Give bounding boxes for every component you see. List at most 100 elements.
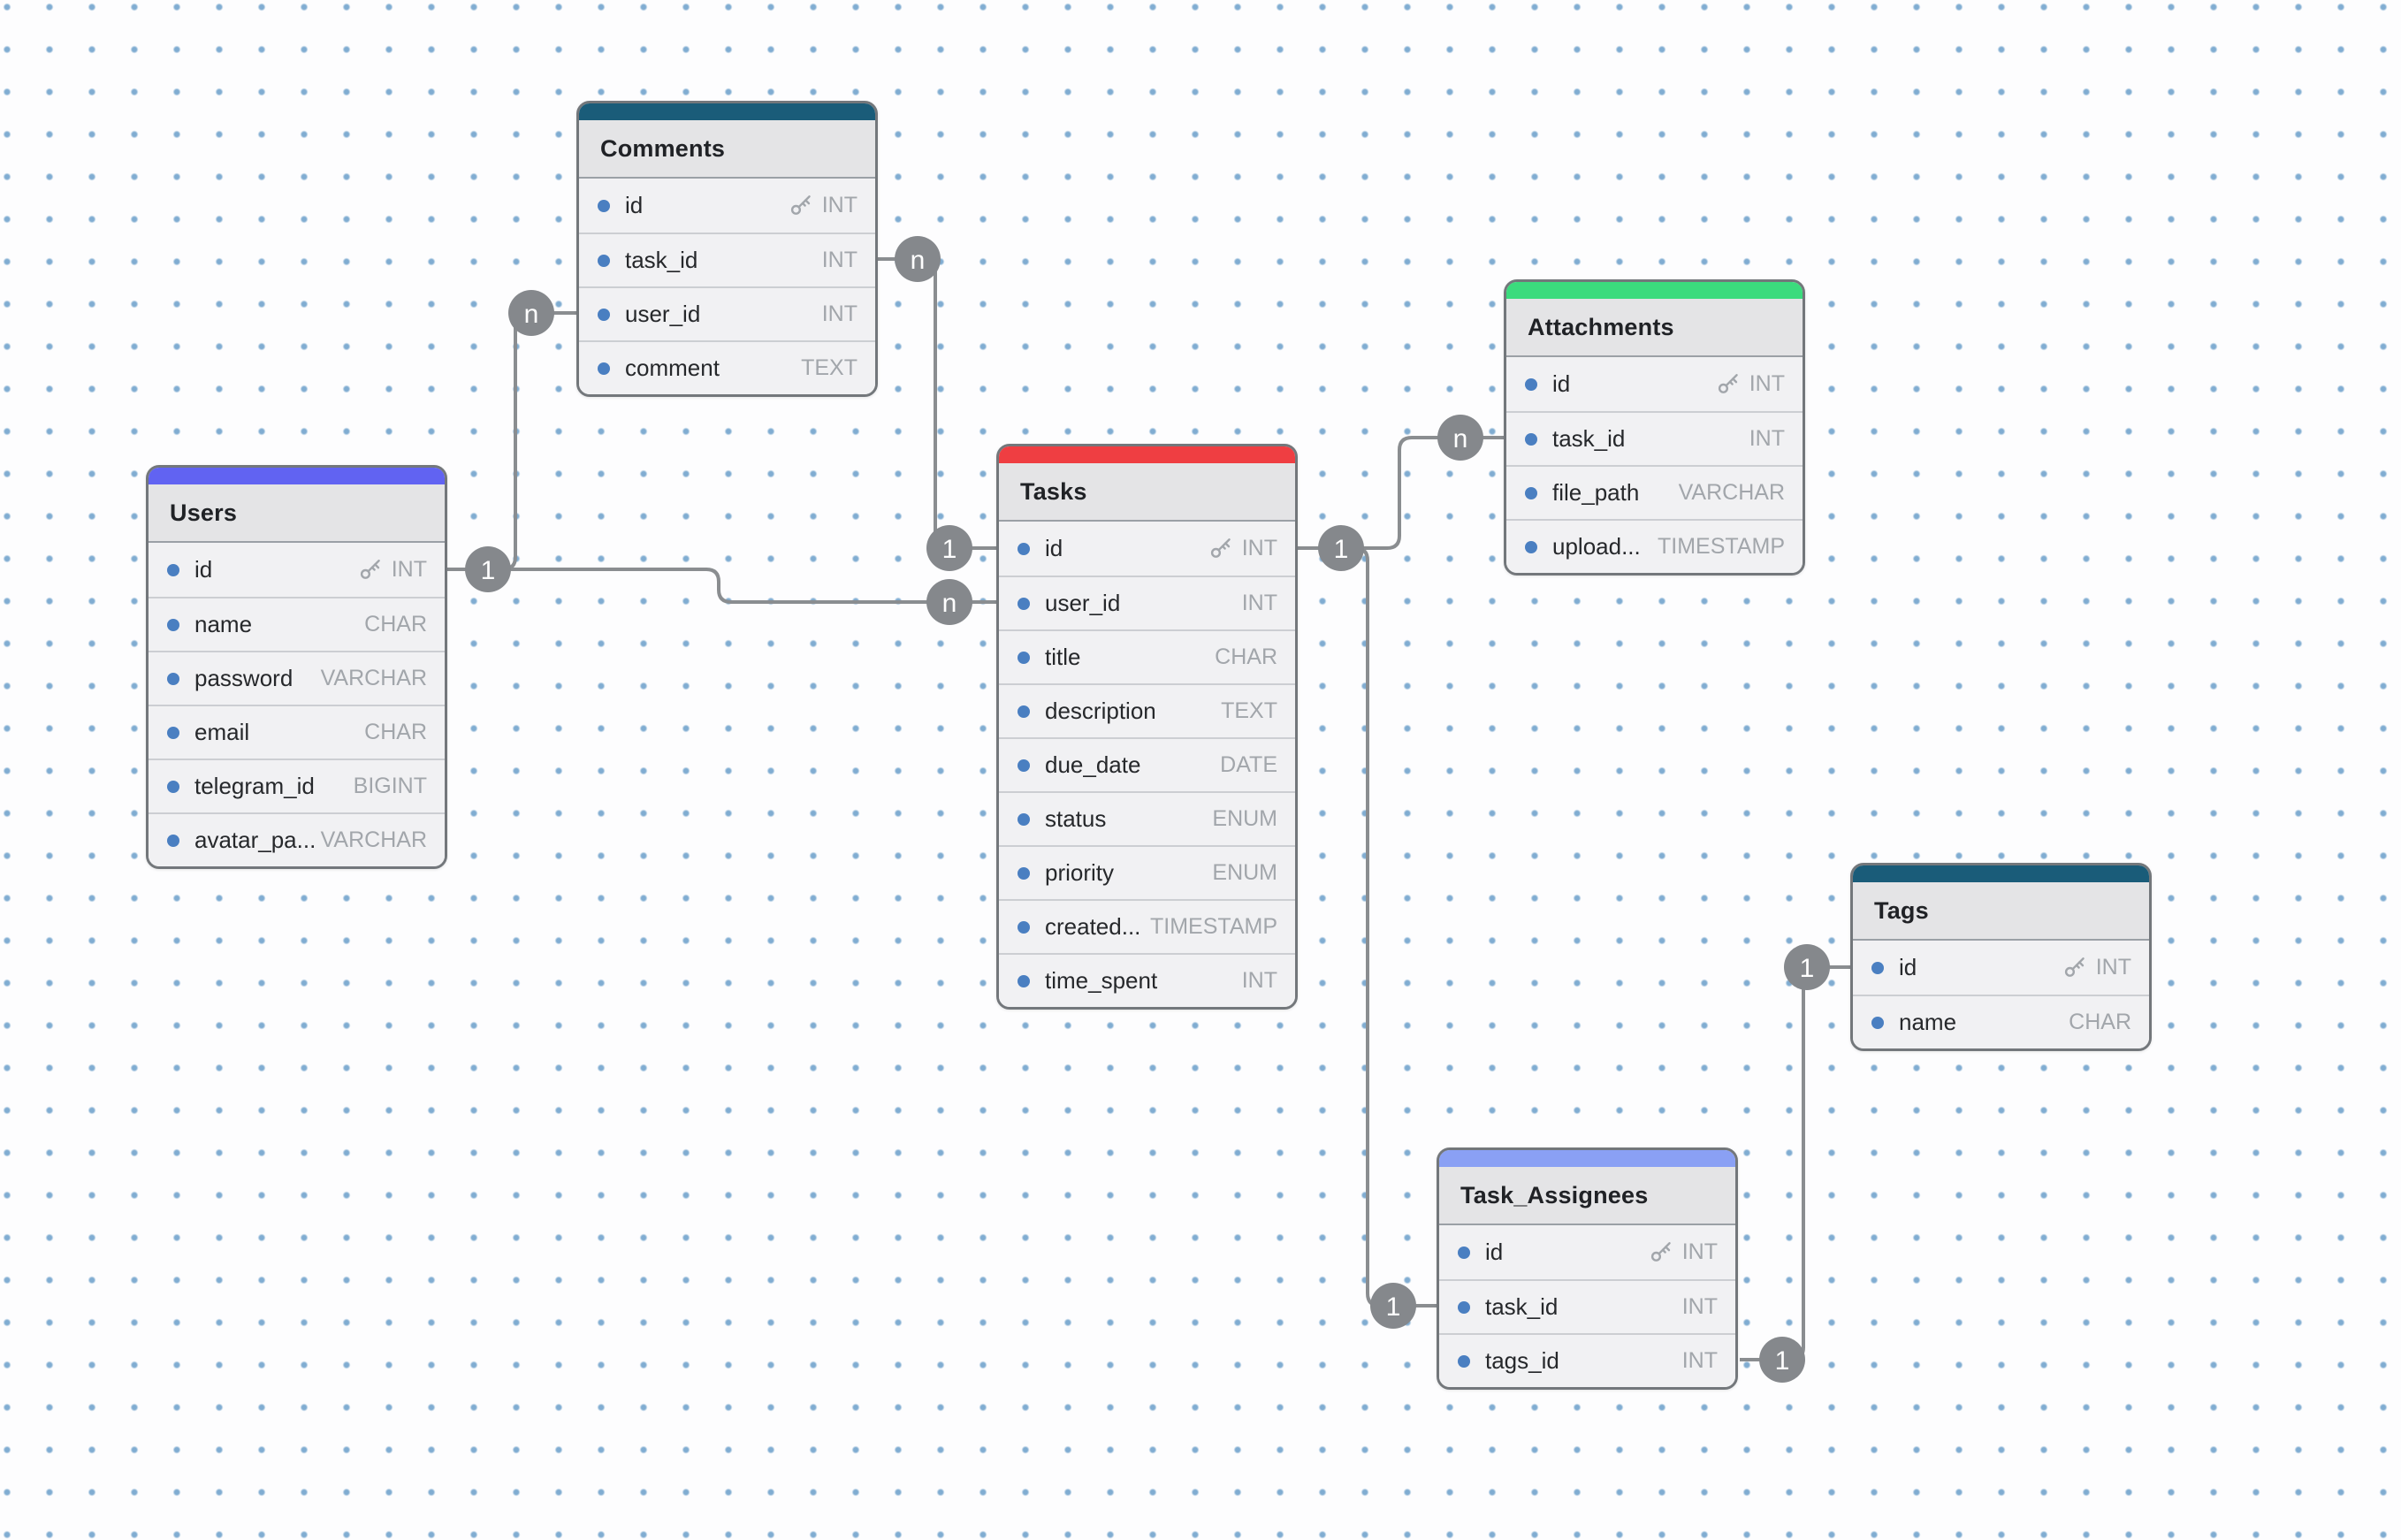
field-name: due_date [1045,751,1141,778]
field-row[interactable]: file_path VARCHAR [1506,465,1803,519]
field-dot-icon [1018,920,1030,934]
field-row[interactable]: title CHAR [999,629,1295,683]
field-row[interactable]: id INT [1853,941,2149,995]
field-name: name [1899,1009,1957,1035]
field-name: tags_id [1485,1347,1559,1374]
field-name: user_id [625,301,701,327]
field-row[interactable]: task_id INT [1506,411,1803,465]
field-row[interactable]: status ENUM [999,791,1295,845]
field-row[interactable]: time_spent INT [999,953,1295,1007]
field-row[interactable]: name CHAR [1853,995,2149,1048]
field-dot-icon [1018,812,1030,826]
cardinality-badge-tags-id-end[interactable]: 1 [1784,944,1830,990]
svg-text:1: 1 [1386,1292,1401,1322]
svg-text:n: n [524,300,539,329]
table-comments[interactable]: Comments id INT task_id INT user_id INT … [576,101,878,397]
table-header[interactable]: Tags [1853,882,2149,941]
field-name: title [1045,644,1081,670]
table-accent-bar [579,103,875,120]
cardinality-badge-comments-taskid-end[interactable]: n [895,236,941,282]
field-row[interactable]: tags_id INT [1439,1333,1735,1387]
field-row[interactable]: user_id INT [579,286,875,340]
field-name: user_id [1045,590,1121,616]
cardinality-badge-attachments-taskid-end[interactable]: n [1437,415,1483,461]
table-header[interactable]: Comments [579,120,875,179]
table-accent-bar [999,446,1295,463]
field-dot-icon [1018,542,1030,555]
cardinality-badge-users-end[interactable]: 1 [465,546,511,592]
field-name: upload... [1552,533,1641,560]
cardinality-badge-tasks-id-right-end[interactable]: 1 [1318,525,1364,571]
field-row[interactable]: email CHAR [149,705,445,759]
svg-text:n: n [911,246,926,275]
field-name: email [194,719,250,745]
relationship-users-tasks[interactable] [446,568,996,604]
field-name: file_path [1552,479,1640,506]
field-type: DATE [1220,752,1277,777]
primary-key-icon [1718,374,1738,393]
table-accent-bar [1439,1150,1735,1167]
field-type: CHAR [2069,1010,2131,1034]
field-row[interactable]: id INT [579,179,875,233]
field-dot-icon [1525,540,1537,553]
field-row[interactable]: upload... TIMESTAMP [1506,519,1803,573]
relationship-tasks-attachments[interactable] [1298,436,1504,550]
table-header[interactable]: Users [149,484,445,543]
field-name: task_id [625,247,698,273]
field-row[interactable]: id INT [999,522,1295,576]
field-type: TIMESTAMP [1150,914,1277,939]
table-task-assignees[interactable]: Task_Assignees id INT task_id INT tags_i… [1437,1147,1738,1390]
cardinality-badge-comments-userid-end[interactable]: n [508,290,554,336]
field-row[interactable]: id INT [1506,357,1803,411]
field-name: id [1045,535,1063,561]
field-row[interactable]: task_id INT [1439,1279,1735,1333]
field-row[interactable]: priority ENUM [999,845,1295,899]
field-row[interactable]: password VARCHAR [149,651,445,705]
field-row[interactable]: name CHAR [149,597,445,651]
field-name: task_id [1552,425,1626,452]
field-row[interactable]: user_id INT [999,576,1295,629]
field-row[interactable]: id INT [1439,1225,1735,1279]
field-type: INT [1241,968,1277,993]
field-type: CHAR [364,612,427,637]
field-row[interactable]: comment TEXT [579,340,875,394]
field-type: INT [821,301,858,326]
field-row[interactable]: avatar_pa... VARCHAR [149,812,445,866]
field-row[interactable]: description TEXT [999,683,1295,737]
table-tags[interactable]: Tags id INT name CHAR [1850,863,2152,1051]
table-accent-bar [1506,282,1803,299]
field-dot-icon [1525,486,1537,499]
svg-text:1: 1 [942,535,957,564]
field-name: id [1899,954,1917,980]
field-type: BIGINT [353,774,427,798]
relationship-comments-tasks[interactable] [878,257,996,550]
table-header[interactable]: Attachments [1506,299,1803,357]
cardinality-badge-tasks-id-left-end[interactable]: 1 [926,525,972,571]
table-users[interactable]: Users id INT name CHAR password VARCHAR … [146,465,447,869]
svg-text:1: 1 [1800,954,1815,983]
cardinality-badge-tasks-userid-end[interactable]: n [926,579,972,625]
field-type: INT [1716,371,1785,397]
relationship-tasks-taskassignees[interactable] [1354,546,1437,1307]
table-header[interactable]: Tasks [999,463,1295,522]
field-dot-icon [598,362,610,375]
relationship-taskassignees-tags[interactable] [1740,965,1850,1361]
field-name: id [625,192,644,218]
table-attachments[interactable]: Attachments id INT task_id INT file_path… [1504,279,1805,576]
field-row[interactable]: telegram_id BIGINT [149,759,445,812]
cardinality-badge-taskassignees-taskid-end[interactable]: 1 [1370,1283,1416,1329]
table-tasks[interactable]: Tasks id INT user_id INT title CHAR desc… [996,444,1298,1010]
svg-text:1: 1 [1334,535,1349,564]
field-type: INT [1681,1294,1718,1319]
field-row[interactable]: task_id INT [579,233,875,286]
relationship-users-comments[interactable] [446,311,576,571]
field-row[interactable]: due_date DATE [999,737,1295,791]
field-row[interactable]: id INT [149,543,445,597]
field-dot-icon [1018,759,1030,772]
cardinality-badge-taskassignees-tagsid-end[interactable]: 1 [1759,1337,1805,1383]
field-type: CHAR [364,720,427,744]
field-dot-icon [598,308,610,321]
field-dot-icon [598,199,610,212]
field-row[interactable]: created... TIMESTAMP [999,899,1295,953]
table-header[interactable]: Task_Assignees [1439,1167,1735,1225]
